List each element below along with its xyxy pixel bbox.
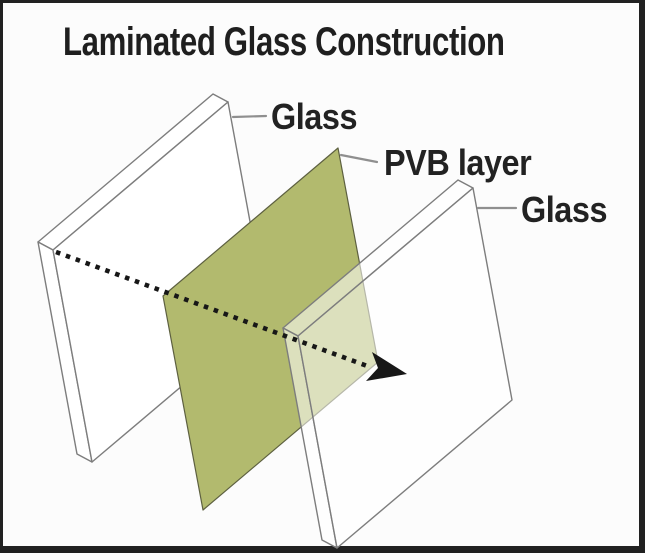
flow-arrow	[55, 249, 407, 381]
leader-line-pvb	[339, 153, 379, 164]
page-title: Laminated Glass Construction	[63, 20, 505, 64]
right-glass-front-face	[297, 187, 513, 549]
label-glass-left: Glass	[271, 96, 358, 137]
label-glass-right: Glass	[521, 189, 608, 230]
flow-arrow-head	[366, 352, 407, 381]
leader-line-glass-left	[231, 114, 268, 119]
flow-arrow-dotted-line	[55, 249, 371, 370]
right-glass-pane	[282, 179, 513, 549]
label-pvb-layer: PVB layer	[384, 142, 532, 183]
left-glass-pane	[37, 93, 268, 463]
